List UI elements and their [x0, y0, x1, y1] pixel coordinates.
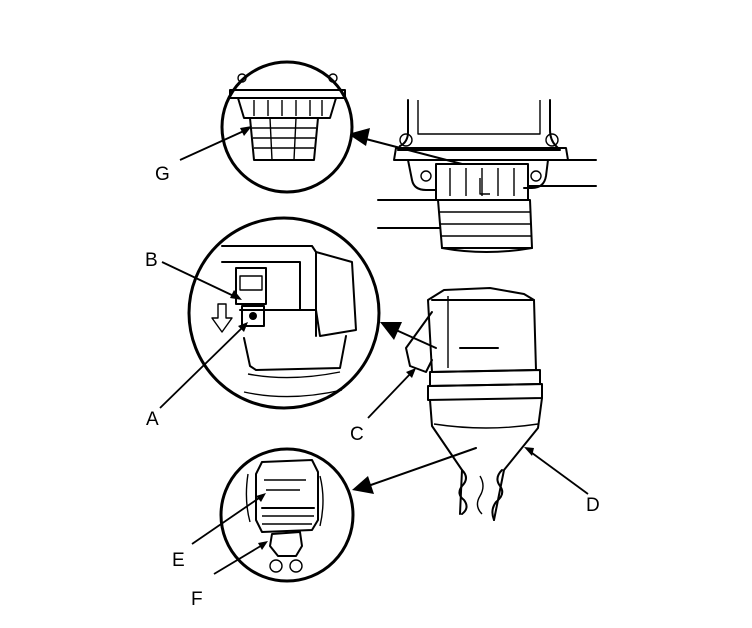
leader-lines: [159, 126, 589, 575]
detail-g-arrow: [348, 128, 463, 165]
detail-ef-arrow: [352, 447, 477, 494]
detail-circle-ef: [219, 447, 355, 583]
label-e: E: [172, 550, 185, 571]
control-unit: [377, 99, 597, 253]
label-b: B: [145, 250, 158, 271]
detail-circle-ab: [187, 216, 381, 410]
label-d: D: [586, 495, 600, 516]
label-f: F: [191, 589, 203, 610]
connector-boot: [405, 287, 543, 521]
label-a: A: [146, 409, 159, 430]
detail-circle-g: [220, 60, 354, 194]
label-c: C: [350, 424, 364, 445]
label-g: G: [155, 164, 170, 185]
detail-ab-arrow: [380, 322, 437, 349]
